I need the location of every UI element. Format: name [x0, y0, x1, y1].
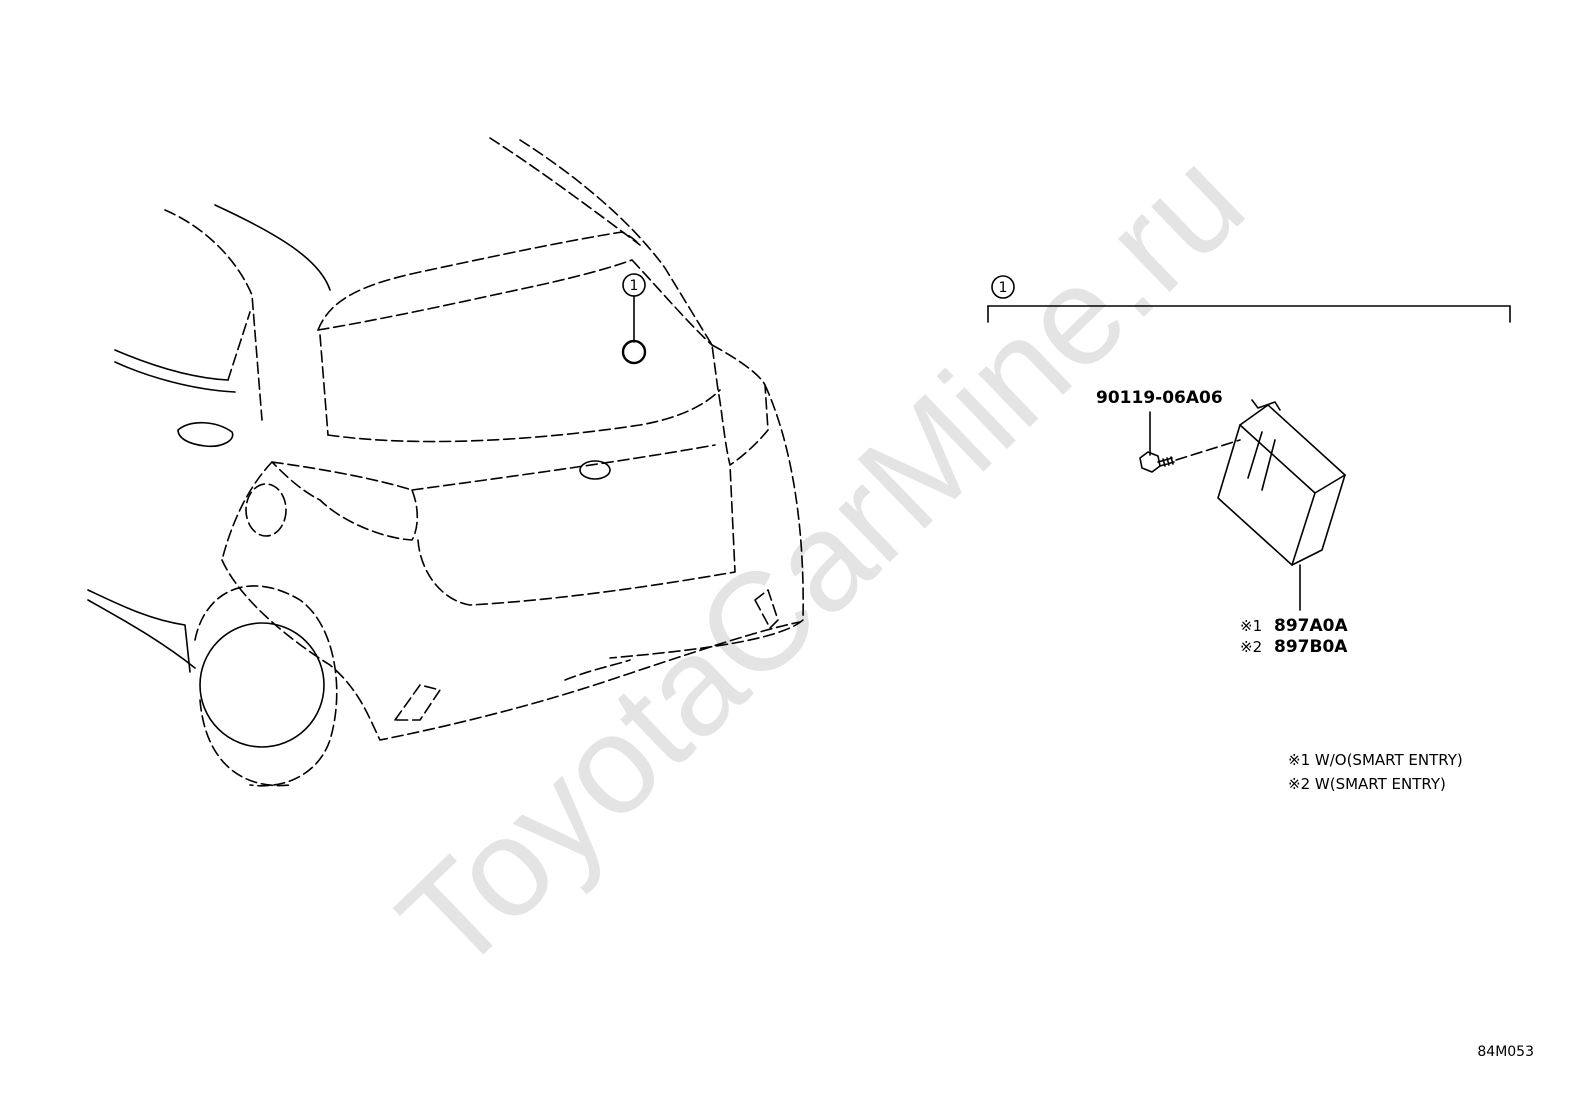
- bolt-part-number: 90119-06A06: [1096, 388, 1223, 408]
- sill: [87, 599, 196, 669]
- module-part-numbers: ※1 897A0A ※2 897B0A: [1240, 616, 1348, 657]
- note-1: ※1 W/O(SMART ENTRY): [1288, 751, 1463, 769]
- rear-window-bottom: [327, 389, 721, 443]
- tire-outline: [199, 699, 291, 787]
- spoiler-bottom: [317, 259, 633, 331]
- bolt: 90119-06A06: [1096, 388, 1241, 473]
- variant-1-mark: ※1: [1240, 617, 1262, 635]
- callout-marker-vehicle: 1: [622, 273, 646, 297]
- assembly-bracket: 1: [987, 275, 1511, 323]
- variant-2-mark: ※2: [1240, 638, 1262, 656]
- bolt-install-line: [1175, 439, 1241, 461]
- spoiler-top: [317, 231, 641, 331]
- bracket-callout-number: 1: [999, 280, 1008, 296]
- roof-edge: [214, 204, 331, 291]
- legend-notes: ※1 W/O(SMART ENTRY) ※2 W(SMART ENTRY): [1288, 751, 1463, 793]
- left-quarter: [221, 461, 273, 561]
- side-window-top: [114, 349, 229, 381]
- side-window-pillar: [227, 311, 251, 381]
- rear-emblem: [579, 460, 611, 480]
- reflector-right: [754, 589, 779, 629]
- reflector-left: [394, 684, 441, 721]
- module-location-circle: [621, 339, 647, 365]
- rear-window-left: [319, 334, 329, 436]
- variant-1-part-number: 897A0A: [1274, 616, 1348, 636]
- wheel-arch: [194, 585, 338, 787]
- bracket-callout-circle: [991, 275, 1015, 299]
- rear-wheel: [199, 622, 325, 748]
- module-front: [1217, 424, 1316, 566]
- callout-number: 1: [630, 278, 639, 294]
- callout-circle: [622, 273, 646, 297]
- watermark: ToyotaCarMine.ru: [369, 121, 1273, 1001]
- watermark-text: ToyotaCarMine.ru: [369, 121, 1273, 1001]
- tail-light-right: [711, 344, 769, 466]
- vehicle-outline: [87, 137, 804, 787]
- note-2: ※2 W(SMART ENTRY): [1288, 775, 1446, 793]
- variant-2-part-number: 897B0A: [1274, 637, 1348, 657]
- door-handle: [177, 421, 234, 448]
- module-clip: [1251, 399, 1281, 411]
- module-ribs: [1247, 431, 1276, 491]
- rear-bumper: [221, 559, 801, 741]
- bumper-garnish: [564, 659, 631, 681]
- module-top: [1239, 404, 1346, 494]
- rear-pillar: [519, 139, 713, 346]
- door-bottom: [87, 589, 191, 673]
- right-quarter: [609, 384, 804, 659]
- module-side: [1291, 474, 1346, 566]
- tailgate-crease: [411, 444, 716, 491]
- license-recess: [417, 464, 736, 606]
- control-module: [1217, 399, 1346, 611]
- fuel-door: [245, 483, 287, 537]
- side-window-sill: [114, 361, 236, 393]
- tail-light-left: [271, 461, 419, 541]
- figure-id: 84M053: [1477, 1044, 1534, 1060]
- c-pillar: [164, 209, 263, 421]
- roof-line: [489, 137, 641, 246]
- bolt-thread: [1157, 456, 1175, 467]
- rear-window-right: [631, 259, 713, 346]
